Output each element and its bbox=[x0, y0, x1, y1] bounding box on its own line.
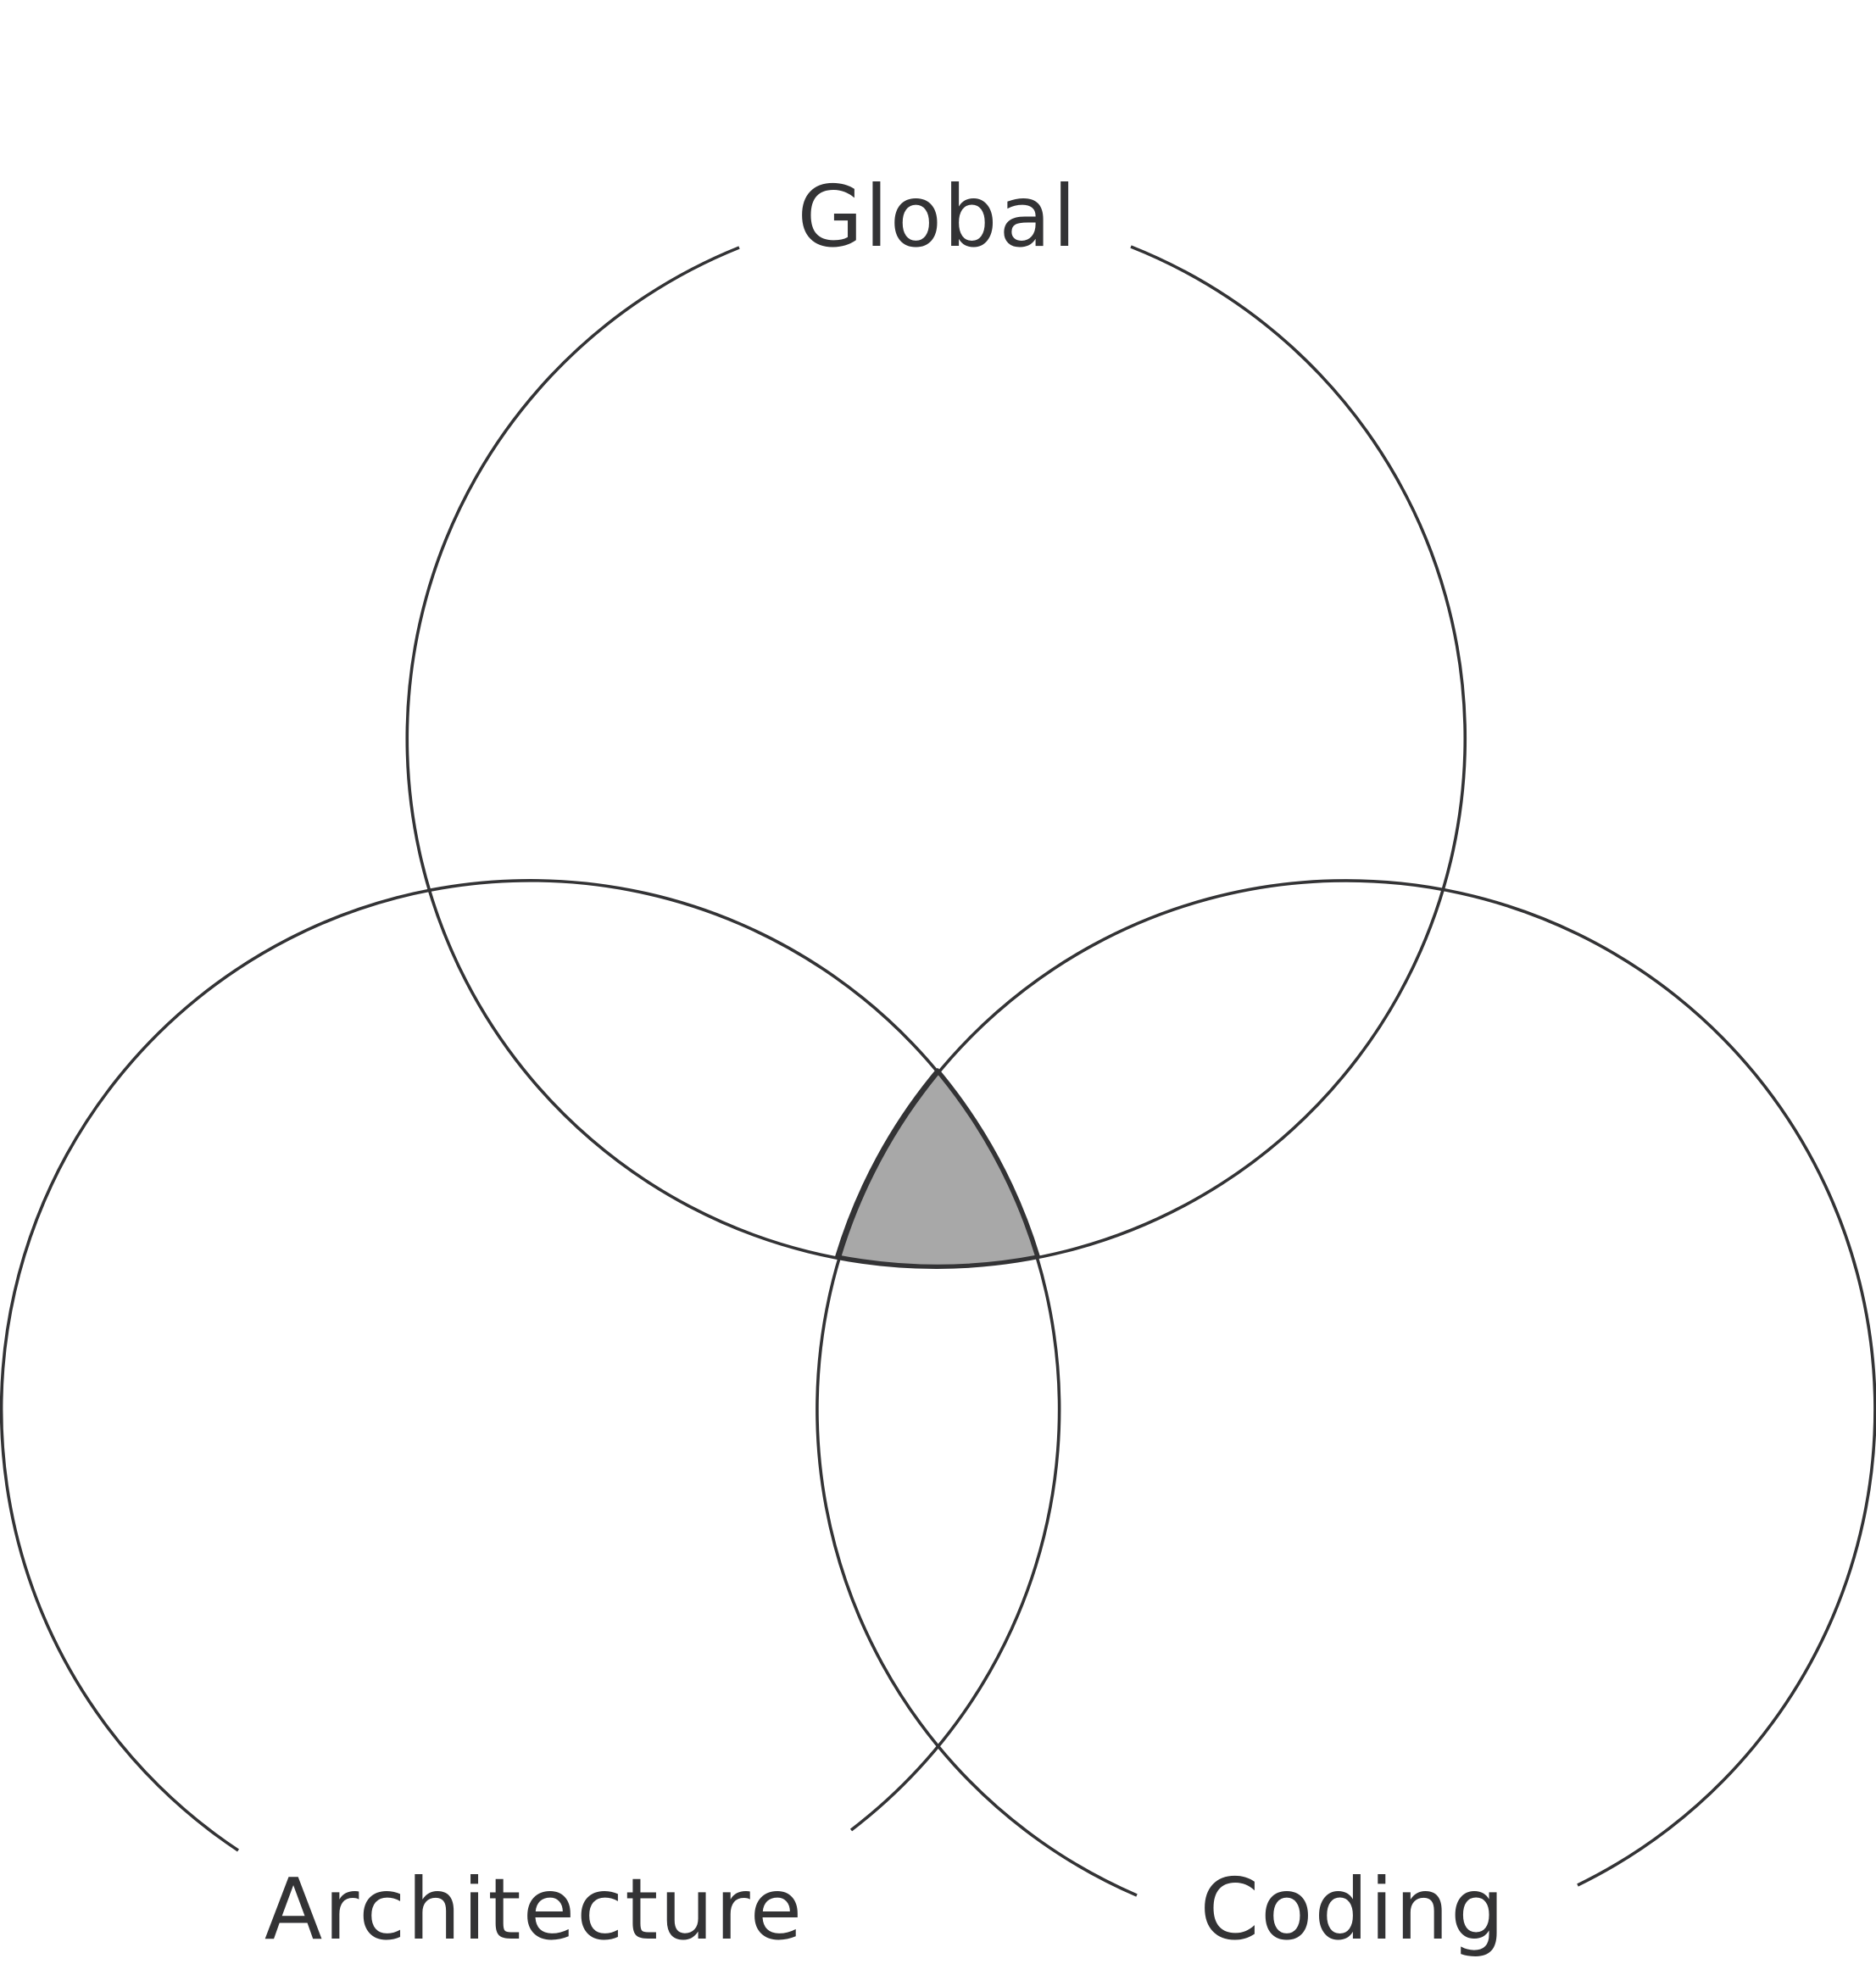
label-coding: Coding bbox=[1200, 1860, 1506, 1959]
circle-architecture bbox=[0, 879, 1061, 1852]
circle-global bbox=[405, 245, 1467, 1269]
circle-coding bbox=[816, 879, 1876, 1897]
label-global: Global bbox=[798, 167, 1078, 266]
triple-overlap-region bbox=[835, 1068, 1040, 1268]
label-architecture: Architecture bbox=[264, 1860, 804, 1959]
